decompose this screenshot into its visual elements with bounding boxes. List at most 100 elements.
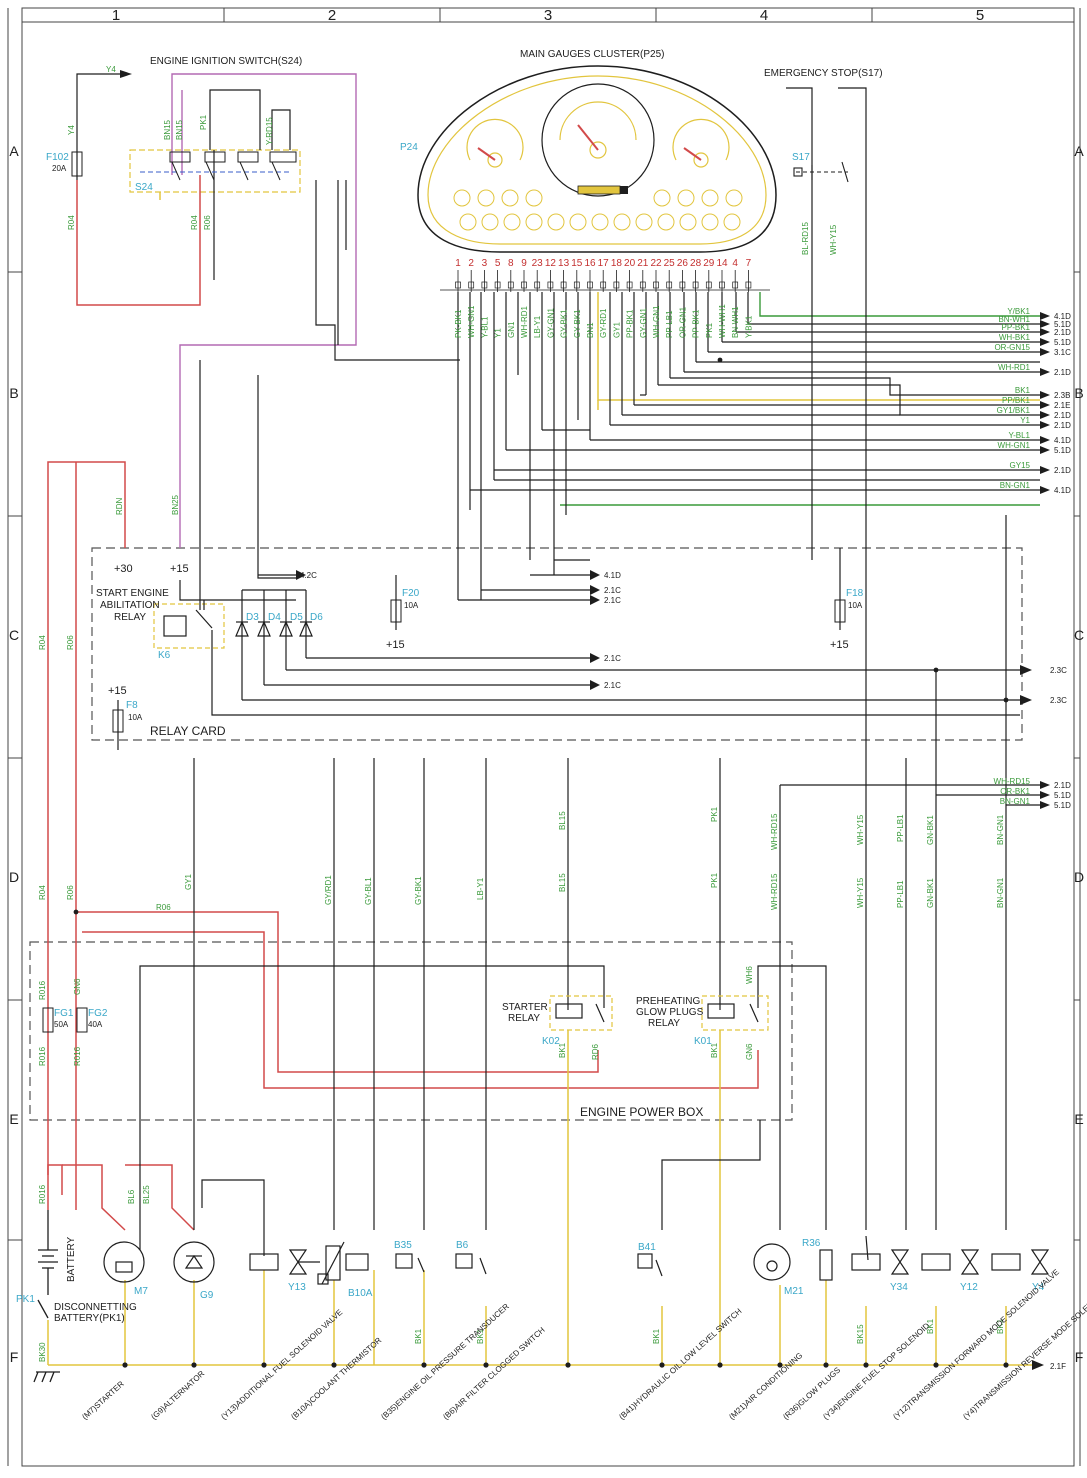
ref-g9: G9 bbox=[200, 1290, 214, 1301]
output-b-arrow-4 bbox=[1040, 348, 1050, 356]
wire-gy-bl1: GY-BL1 bbox=[364, 877, 373, 905]
ref-r36: R36 bbox=[802, 1238, 821, 1249]
cluster-pin-terminal bbox=[626, 281, 633, 289]
arrow-y4-top bbox=[120, 70, 132, 78]
cluster-pin-0: 1 bbox=[455, 258, 461, 269]
cluster-wire-0: PK-BK1 bbox=[454, 309, 463, 338]
output-b-wire-10: Y-BL1 bbox=[1009, 431, 1031, 440]
grid-row-f-left: F bbox=[10, 1349, 19, 1365]
output-b-wire-3: WH-BK1 bbox=[999, 333, 1031, 342]
wire-r04c: R04 bbox=[38, 635, 47, 650]
wire-bk1c: BK1 bbox=[652, 1328, 661, 1344]
wire-gn-bk1a: GN-BK1 bbox=[926, 815, 935, 845]
ref-m7: M7 bbox=[134, 1286, 148, 1297]
cluster-pin-10: 16 bbox=[584, 258, 596, 269]
ref-b10a: B10A bbox=[348, 1288, 373, 1299]
ref-fg2-amp: 40A bbox=[88, 1020, 103, 1029]
ref-f20: F20 bbox=[402, 588, 420, 599]
wire-pk1: PK1 bbox=[199, 114, 208, 130]
cluster-wire-15: WH-GN1 bbox=[652, 305, 661, 338]
ref-b41: B41 bbox=[638, 1242, 656, 1253]
purple-wires bbox=[171, 73, 357, 548]
cluster-pin-3: 5 bbox=[495, 258, 501, 269]
ref-b6: B6 bbox=[456, 1240, 469, 1251]
emergency-stop-title: EMERGENCY STOP(S17) bbox=[764, 68, 883, 79]
cluster-pin-22: 7 bbox=[746, 258, 752, 269]
output-d-wire-0: WH-RD15 bbox=[994, 777, 1031, 786]
wire-bl15b: BL15 bbox=[558, 873, 567, 892]
grid-row-e-left: E bbox=[9, 1111, 18, 1127]
cluster-pin-19: 29 bbox=[703, 258, 715, 269]
bottom-label-0: (M7)STARTER bbox=[80, 1379, 126, 1421]
ref-f102-amp: 20A bbox=[52, 164, 67, 173]
output-b-ref-5: 2.1D bbox=[1054, 368, 1071, 377]
output-d-wire-2: BN-GN1 bbox=[1000, 797, 1031, 806]
cluster-pin-terminal bbox=[481, 281, 488, 289]
output-b-wire-5: WH-RD1 bbox=[998, 363, 1031, 372]
cluster-pin-terminal bbox=[573, 281, 580, 289]
output-b-wire-12: GY15 bbox=[1010, 461, 1031, 470]
output-b-wire-11: WH-GN1 bbox=[998, 441, 1031, 450]
wire-bk15: BK15 bbox=[856, 1324, 865, 1344]
wire-wh-y15c: WH-Y15 bbox=[856, 877, 865, 908]
cluster-wire-5: WH-RD1 bbox=[520, 305, 529, 338]
wire-bk1-k01: BK1 bbox=[710, 1042, 719, 1058]
grid-col-2: 2 bbox=[328, 7, 336, 24]
bottom-label-5: (B6)AIR FILTER CLOGGED SWITCH bbox=[441, 1325, 547, 1421]
power-plus15-a: +15 bbox=[170, 563, 189, 575]
disconnect-title-1: DISCONNETTING bbox=[54, 1302, 137, 1313]
relay-card-arrows bbox=[296, 570, 1032, 705]
grid-row-d-left: D bbox=[9, 869, 19, 885]
ref-y12: Y12 bbox=[960, 1282, 978, 1293]
wire-yrd15: Y-RD15 bbox=[265, 117, 274, 145]
output-d-arrow-1 bbox=[1040, 791, 1050, 799]
cluster-wire-9: GY-BK1 bbox=[573, 309, 582, 338]
output-c-ref-4: 2.1C bbox=[604, 654, 621, 663]
battery-title: BATTERY bbox=[66, 1236, 77, 1282]
wire-r04b: R04 bbox=[190, 215, 199, 230]
ref-f18: F18 bbox=[846, 588, 864, 599]
green-wires bbox=[560, 292, 1040, 506]
cluster-pin-terminal bbox=[587, 281, 593, 289]
cluster-pin-7: 12 bbox=[545, 258, 557, 269]
cluster-pin-terminal bbox=[560, 281, 567, 289]
output-b-wire-7: PP/BK1 bbox=[1002, 396, 1031, 405]
ref-d6: D6 bbox=[310, 612, 323, 623]
wire-bl25: BL25 bbox=[142, 1185, 151, 1204]
output-d-arrow-2 bbox=[1040, 801, 1050, 809]
cluster-pin-18: 28 bbox=[690, 258, 702, 269]
cluster-pin-terminal bbox=[521, 281, 527, 289]
ref-fg1-amp: 50A bbox=[54, 1020, 69, 1029]
cluster-wire-11: GY-RD1 bbox=[599, 308, 608, 338]
wire-bl-rd15: BL-RD15 bbox=[801, 222, 810, 255]
ref-f8: F8 bbox=[126, 700, 138, 711]
output-b-wire-0: Y/BK1 bbox=[1007, 307, 1030, 316]
cluster-wire-22: Y-BK1 bbox=[744, 315, 753, 338]
grid-row-labels: A B C D E F A B C D E F bbox=[9, 143, 1084, 1365]
cluster-pin-6: 23 bbox=[532, 258, 544, 269]
black-wires bbox=[76, 73, 1040, 1263]
power-box-fuses bbox=[42, 1007, 88, 1033]
wire-bl15a: BL15 bbox=[558, 811, 567, 830]
cluster-pin-terminal bbox=[494, 281, 501, 289]
grid-row-b-left: B bbox=[9, 385, 18, 401]
cluster-pin-17: 26 bbox=[677, 258, 689, 269]
cluster-pin-terminal bbox=[534, 281, 541, 289]
cluster-wire-2: Y-BL1 bbox=[480, 316, 489, 338]
output-b-wire-13: BN-GN1 bbox=[1000, 481, 1031, 490]
ignition-switch bbox=[140, 151, 297, 181]
wire-r04d: R04 bbox=[38, 885, 47, 900]
wire-y4b: Y4 bbox=[67, 125, 76, 135]
pressure-transducer-b35 bbox=[395, 1253, 425, 1273]
cluster-wire-20: WH-WH1 bbox=[718, 304, 727, 338]
wire-gy-rd1: GY/RD1 bbox=[324, 875, 333, 905]
solenoid-y13 bbox=[249, 1249, 308, 1275]
output-b-arrow-3 bbox=[1040, 338, 1050, 346]
wire-bk1d: BK1 bbox=[926, 1318, 935, 1334]
output-c-ref-3: 4.2C bbox=[300, 571, 317, 580]
grid-row-f-right: F bbox=[1075, 1349, 1084, 1365]
cluster-pin-terminal bbox=[745, 281, 752, 289]
